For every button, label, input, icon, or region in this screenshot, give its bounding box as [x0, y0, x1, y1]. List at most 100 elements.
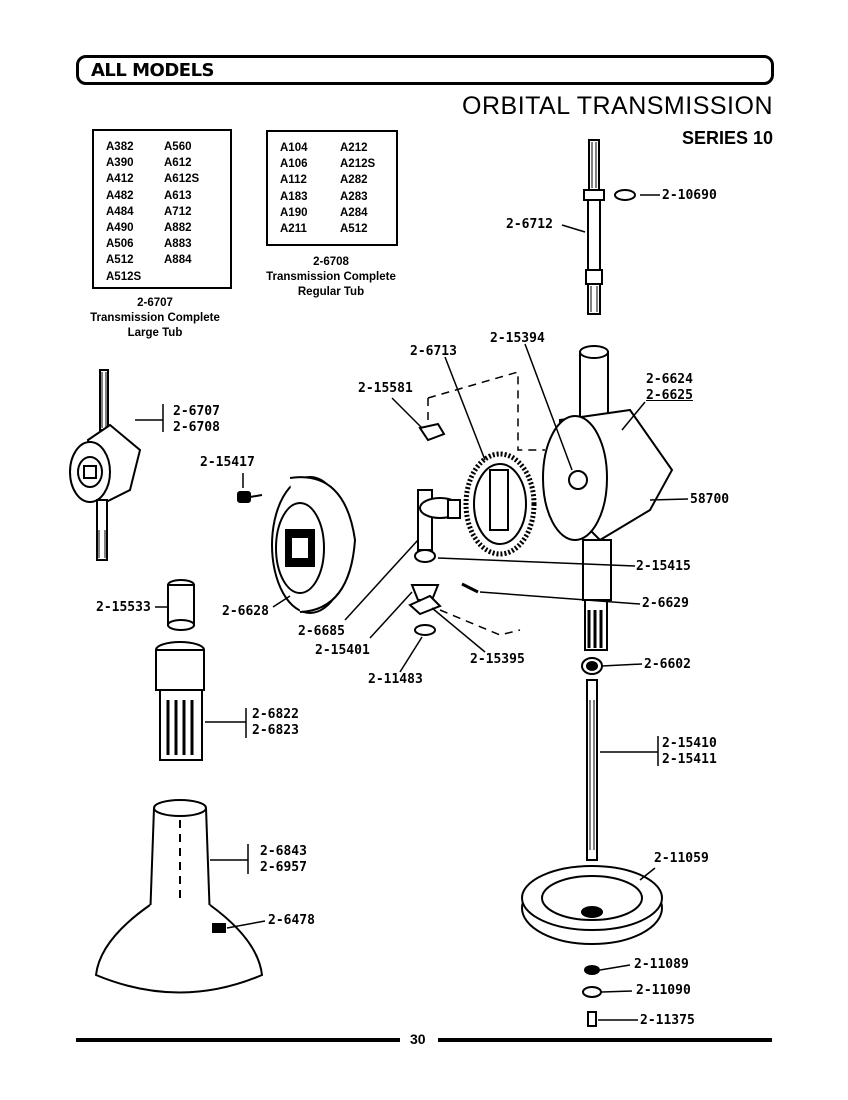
label-2-6628: 2-6628: [222, 604, 269, 619]
model-item: A484: [106, 205, 134, 218]
model-item: A490: [106, 222, 134, 235]
washer-15415: [414, 549, 436, 563]
label-2-6822: 2-6822: [252, 707, 299, 722]
label-2-15395: 2-15395: [470, 652, 525, 667]
regular-tub-models-col2: A212 A212S A282 A283 A284 A512: [340, 140, 375, 237]
label-2-15417: 2-15417: [200, 455, 255, 470]
label-2-15394: 2-15394: [490, 331, 545, 346]
label-2-6708: 2-6708: [173, 420, 220, 435]
page-title: ORBITAL TRANSMISSION: [462, 92, 773, 120]
model-item: A412: [106, 173, 134, 186]
large-tub-model-box: A382 A390 A412 A482 A484 A490 A506 A512 …: [92, 129, 232, 289]
screw-15417: [237, 491, 263, 503]
large-tub-caption-line2: Large Tub: [127, 327, 183, 339]
clip-15581: [418, 422, 446, 442]
label-2-6957: 2-6957: [260, 860, 307, 875]
model-item: A612S: [164, 173, 200, 186]
large-tub-models-col2: A560 A612 A612S A613 A712 A882 A883 A884: [164, 139, 199, 269]
washer-11483: [414, 624, 436, 636]
page-number: 30: [410, 1031, 426, 1047]
label-2-6712: 2-6712: [506, 217, 553, 232]
regular-tub-model-box: A104 A106 A112 A183 A190 A211 A212 A212S…: [266, 130, 398, 246]
label-2-6707: 2-6707: [173, 404, 220, 419]
regular-tub-caption-line2: Regular Tub: [297, 286, 365, 298]
housing-part: [542, 345, 674, 651]
nut-11089: [584, 965, 600, 975]
cover-plate-part: [271, 476, 357, 614]
label-2-6625: 2-6625: [646, 388, 693, 403]
lower-shaft-part: [586, 679, 598, 861]
label-2-11089: 2-11089: [634, 957, 689, 972]
label-2-10690: 2-10690: [662, 188, 717, 203]
seal-6602: [581, 657, 603, 675]
regular-tub-caption-line1: Transmission Complete: [266, 271, 396, 283]
bushing-part: [167, 579, 195, 631]
label-2-6624: 2-6624: [646, 372, 693, 387]
label-2-15533: 2-15533: [96, 600, 151, 615]
model-item: A282: [340, 174, 368, 187]
model-item: A712: [164, 205, 192, 218]
model-item: A884: [164, 254, 192, 267]
large-tub-models-col1: A382 A390 A412 A482 A484 A490 A506 A512 …: [106, 139, 141, 285]
large-tub-caption: 2-6707 Transmission Complete Large Tub: [70, 296, 240, 341]
label-2-11483: 2-11483: [368, 672, 423, 687]
regular-tub-caption: 2-6708 Transmission Complete Regular Tub: [246, 255, 416, 300]
model-item: A212S: [340, 158, 376, 171]
washer-11090: [582, 986, 602, 998]
main-gear-part: [463, 451, 537, 557]
model-item: A512: [340, 223, 368, 236]
washer-10690: [614, 189, 636, 201]
model-item: A560: [164, 141, 192, 153]
top-shaft-part: [583, 139, 605, 315]
label-2-6685: 2-6685: [298, 624, 345, 639]
model-item: A211: [280, 223, 307, 236]
regular-tub-part-number: 2-6708: [313, 256, 349, 268]
label-2-6629: 2-6629: [642, 596, 689, 611]
label-2-6823: 2-6823: [252, 723, 299, 738]
model-item: A612: [164, 157, 192, 170]
model-item: A183: [280, 190, 308, 203]
model-item: A212: [340, 142, 368, 154]
agitator-part: [94, 799, 264, 994]
label-2-15415: 2-15415: [636, 559, 691, 574]
model-item: A283: [340, 190, 368, 203]
label-2-6602: 2-6602: [644, 657, 691, 672]
assembly-guide-lines: [427, 371, 545, 636]
page-footer: 30: [0, 1031, 848, 1048]
label-2-15401: 2-15401: [315, 643, 370, 658]
regular-tub-models-col1: A104 A106 A112 A183 A190 A211: [280, 140, 308, 237]
model-item: A883: [164, 238, 192, 251]
model-item: A112: [280, 174, 307, 187]
label-2-11375: 2-11375: [640, 1013, 695, 1028]
label-2-11090: 2-11090: [636, 983, 691, 998]
model-item: A106: [280, 158, 308, 171]
model-item: A482: [106, 189, 134, 202]
model-item: A190: [280, 206, 308, 219]
model-item: A512S: [106, 270, 142, 283]
pulley-part: [521, 865, 663, 945]
label-2-15411: 2-15411: [662, 752, 717, 767]
transmission-assembly-small: [69, 369, 142, 561]
series-label: SERIES 10: [681, 128, 773, 148]
label-2-11059: 2-11059: [654, 851, 709, 866]
screw-6478: [212, 923, 226, 933]
label-2-15410: 2-15410: [662, 736, 717, 751]
header-banner: ALL MODELS: [76, 55, 774, 85]
large-tub-caption-line1: Transmission Complete: [90, 312, 220, 324]
model-item: A613: [164, 189, 192, 202]
bracket-15395: [408, 594, 442, 616]
label-58700: 58700: [690, 492, 730, 507]
large-tub-part-number: 2-6707: [137, 297, 173, 309]
filter-part: [155, 641, 205, 761]
header-label: ALL MODELS: [91, 60, 215, 81]
screw-6629: [461, 582, 479, 594]
model-item: A512: [106, 254, 134, 267]
label-2-6713: 2-6713: [410, 344, 457, 359]
model-item: A506: [106, 238, 134, 251]
model-item: A284: [340, 206, 368, 219]
leader-lines: [135, 194, 689, 1021]
crank-pinion-part: [417, 489, 461, 551]
model-item: A882: [164, 222, 192, 235]
label-2-6478: 2-6478: [268, 913, 315, 928]
